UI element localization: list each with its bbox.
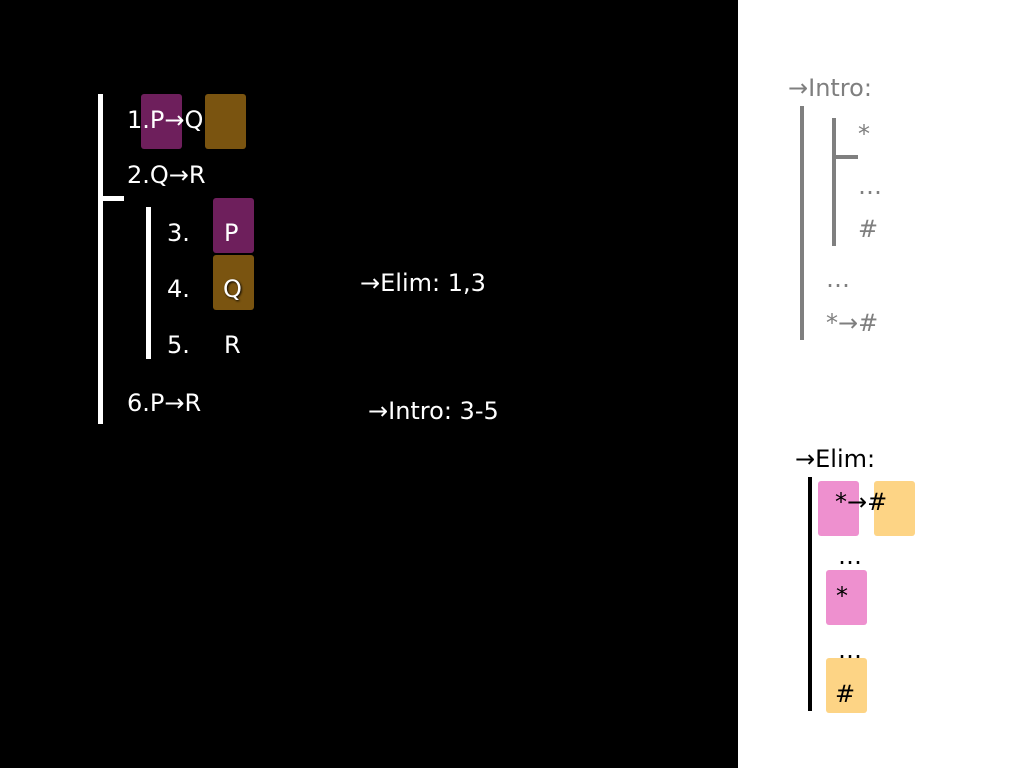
arrow-symbol: → [847,488,868,516]
elim-major-premise: *→# [835,488,887,516]
proof-line-1: 1.P→Q [127,106,203,134]
outer-premise-divider [98,196,124,201]
elim-rule-title: →Elim: [795,445,876,473]
justification-intro: →Intro: 3-5 [368,397,499,425]
elim-star: * [835,488,847,516]
arrow-symbol: → [164,106,185,134]
intro-rule-title: →Intro: [788,74,872,102]
intro-inner-bar [832,118,836,246]
highlight-hash-conclusion [826,658,867,713]
elim-dots-1: … [838,542,862,570]
highlight-hash-elim [874,481,915,536]
formula-r: R [188,161,206,189]
intro-conclusion: *→# [826,309,879,337]
intro-dots-outer: … [826,265,850,293]
intro-dots-inner: … [858,172,882,200]
subproof-scope-bar [146,207,151,359]
elim-minor-premise: * [836,582,848,610]
highlight-q-line4 [213,255,254,310]
formula-p: P [149,389,165,417]
proof-line-4-formula: Q [223,275,242,303]
highlight-star-elim [818,481,859,536]
proof-line-3-formula: P [224,219,239,247]
intro-assumption-divider [832,155,858,159]
highlight-p-line1 [141,94,182,149]
formula-r: R [184,389,202,417]
proof-panel: 1.P→Q 2.Q→R 3. P 4. Q 5. R 6.P→R →Elim: … [0,0,738,768]
outer-scope-bar [98,94,103,424]
arrow-symbol: → [168,161,189,189]
line-number: 2. [127,161,150,189]
line-number-3: 3. [167,219,190,247]
formula-q: Q [184,106,204,134]
formula-p: P [149,106,165,134]
elim-hash: # [867,488,888,516]
proof-line-5-formula: R [224,331,241,359]
proof-line-6: 6.P→R [127,389,201,417]
intro-hash: # [858,215,879,243]
formula-q: Q [149,161,169,189]
elim-bar [808,477,812,711]
justification-elim: →Elim: 1,3 [360,269,486,297]
rules-panel: →Intro: * … # … *→# →Elim: *→# … * … # [738,0,1024,768]
highlight-star-minor [826,570,867,625]
line-number: 6. [127,389,150,417]
line-number-5: 5. [167,331,190,359]
arrow-symbol: → [164,389,185,417]
intro-outer-bar [800,106,804,340]
intro-assumption: * [858,120,870,148]
highlight-q-line1 [205,94,246,149]
elim-conclusion: # [835,680,856,708]
line-number: 1. [127,106,150,134]
proof-line-2: 2.Q→R [127,161,206,189]
highlight-p-line3 [213,198,254,253]
line-number-4: 4. [167,275,190,303]
